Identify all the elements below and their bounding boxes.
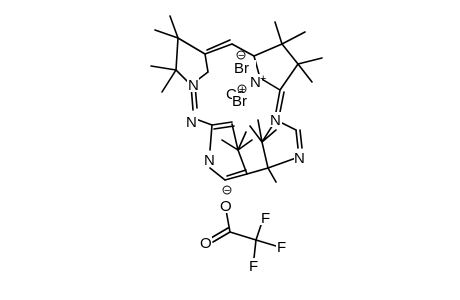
charge-ring-o	[222, 185, 232, 195]
atom-f-right: F	[277, 239, 286, 256]
charge-ring-br	[236, 50, 246, 60]
atom-n-pyridine-right: N	[294, 150, 305, 167]
atom-br-bottom: Br	[232, 93, 247, 110]
atom-n-imine-left: N	[186, 114, 197, 131]
atom-n-pyridine-left: N	[204, 152, 215, 169]
charge-o-anion: −	[224, 185, 230, 197]
atom-f-top: F	[261, 210, 270, 227]
atom-n-imine-right: N	[270, 112, 281, 129]
atom-n-pyrrole-left: N	[188, 77, 199, 94]
atom-br-top: Br	[234, 60, 249, 77]
atom-o-carbonyl: O	[200, 235, 212, 252]
charge-br-top: −	[238, 50, 244, 62]
charge-co-center: +	[239, 84, 245, 96]
macrocycle-bonds	[150, 15, 323, 183]
atom-labels: N Br − N + Co + Br N N N N O −	[186, 50, 306, 275]
charge-n-pyrrole-right: +	[260, 73, 266, 85]
atom-f-bottom: F	[249, 258, 258, 275]
atom-o-anion: O	[220, 198, 232, 215]
atom-n-pyrrole-right: N	[250, 74, 261, 91]
